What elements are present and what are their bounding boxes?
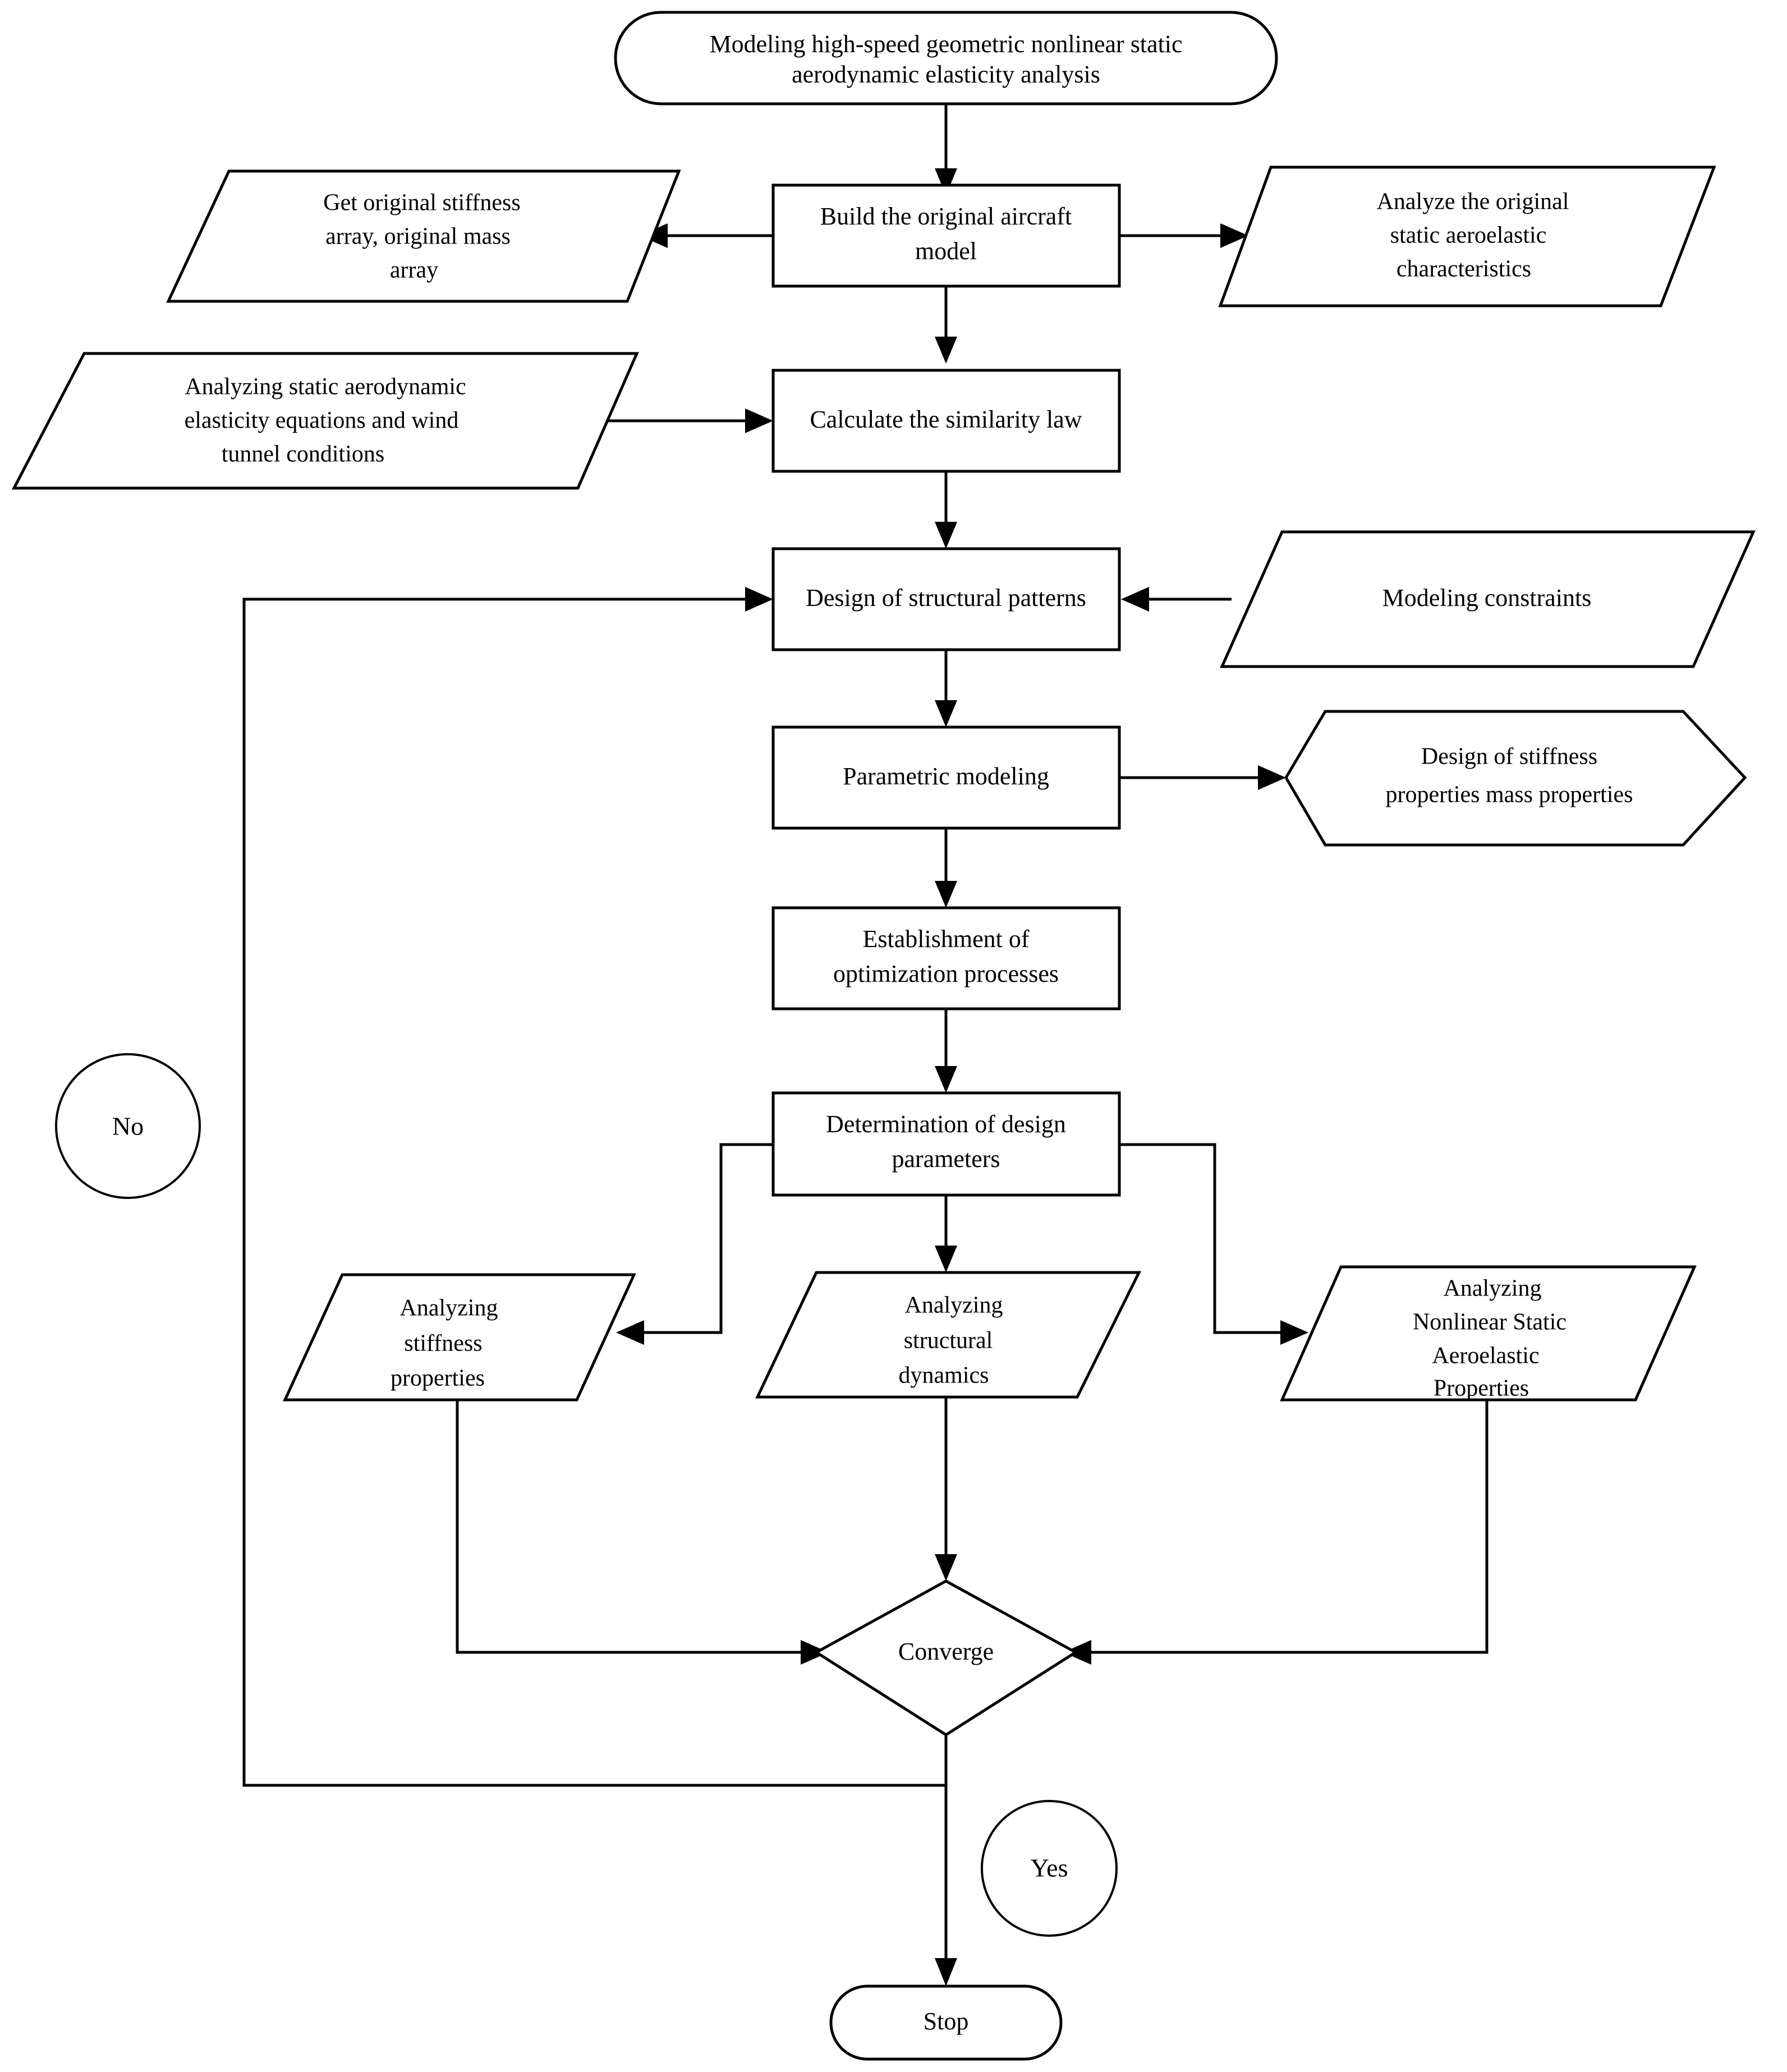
connector-start-to-build: [935, 104, 957, 195]
node-get-stiffness-line1: Get original stiffness: [323, 190, 521, 216]
node-similarity-law[interactable]: Calculate the similarity law: [771, 369, 1121, 473]
connector-dynamics-to-converge: [935, 1397, 957, 1581]
node-structural-patterns-line1: Design of structural patterns: [806, 584, 1086, 612]
node-analyze-original-line1: Analyze the original: [1377, 189, 1569, 215]
connector-build-to-analyze-original: [1119, 223, 1248, 248]
node-analyzing-stiffness-line2: stiffness: [404, 1331, 482, 1357]
connector-design-params-to-nonlinear: [1119, 1143, 1308, 1345]
connector-build-to-similarity: [935, 286, 957, 364]
node-yes-label: Yes: [981, 1800, 1118, 1937]
node-design-parameters[interactable]: Determination of design parameters: [771, 1091, 1121, 1197]
connector-parametric-to-hexagon: [1119, 765, 1286, 790]
node-stiffness-mass-line2: properties mass properties: [1386, 782, 1633, 808]
connector-converge-to-stop: [935, 1735, 957, 1986]
connector-stiffness-to-converge: [456, 1400, 829, 1665]
connector-patterns-to-parametric: [935, 650, 957, 727]
node-get-stiffness-line2: array, original mass: [325, 224, 511, 250]
node-design-params-line1: Determination of design: [826, 1110, 1066, 1138]
connector-design-params-to-stiffness: [616, 1143, 773, 1345]
node-start-line1: Modeling high-speed geometric nonlinear …: [709, 30, 1182, 58]
node-nonlinear-line1: Analyzing: [1444, 1276, 1542, 1302]
node-parametric-modeling-line1: Parametric modeling: [843, 762, 1049, 790]
node-equations-line1: Analyzing static aerodynamic: [185, 374, 466, 400]
node-parametric-modeling[interactable]: Parametric modeling: [771, 725, 1121, 830]
node-build-model-line1: Build the original aircraft: [820, 203, 1072, 230]
node-get-stiffness[interactable]: Get original stiffness array, original m…: [166, 169, 681, 303]
connector-constraints-to-patterns: [1121, 587, 1232, 612]
node-analyzing-nonlinear[interactable]: Analyzing Nonlinear Static Aeroelastic P…: [1280, 1265, 1697, 1402]
node-modeling-constraints[interactable]: Modeling constraints: [1220, 530, 1756, 668]
node-modeling-constraints-line1: Modeling constraints: [1382, 584, 1592, 612]
node-nonlinear-line2: Nonlinear Static: [1413, 1310, 1567, 1335]
node-stiffness-mass-design[interactable]: Design of stiffness properties mass prop…: [1284, 710, 1747, 847]
node-analyzing-stiffness[interactable]: Analyzing stiffness properties: [283, 1273, 636, 1402]
connector-design-params-to-dynamics: [935, 1195, 957, 1272]
node-dynamics-line3: dynamics: [899, 1363, 989, 1389]
node-stiffness-mass-line1: Design of stiffness: [1421, 744, 1597, 770]
node-design-params-line2: parameters: [892, 1145, 1000, 1173]
node-analyze-original-line3: characteristics: [1396, 256, 1531, 282]
node-similarity-law-line1: Calculate the similarity law: [810, 406, 1082, 433]
node-structural-patterns[interactable]: Design of structural patterns: [771, 547, 1121, 651]
connector-parametric-to-optimization: [935, 828, 957, 908]
node-no-label-text: No: [112, 1112, 144, 1141]
node-converge[interactable]: Converge: [814, 1579, 1078, 1736]
node-static-aero-equations[interactable]: Analyzing static aerodynamic elasticity …: [11, 352, 639, 490]
node-nonlinear-line3: Aeroelastic: [1432, 1343, 1539, 1369]
node-start-line2: aerodynamic elasticity analysis: [792, 61, 1100, 88]
node-no-label: No: [55, 1053, 201, 1199]
node-optimization-line1: Establishment of: [863, 925, 1030, 953]
node-converge-line1: Converge: [898, 1638, 994, 1665]
node-nonlinear-line4: Properties: [1434, 1376, 1529, 1402]
node-dynamics-line2: structural: [904, 1328, 993, 1354]
node-analyze-original[interactable]: Analyze the original static aeroelastic …: [1218, 166, 1716, 307]
connector-nonlinear-to-converge: [1063, 1400, 1489, 1665]
node-analyzing-stiffness-line3: properties: [391, 1366, 485, 1391]
connector-build-to-get-stiffness: [640, 223, 773, 248]
node-equations-line2: elasticity equations and wind: [185, 408, 459, 434]
node-dynamics-line1: Analyzing: [905, 1293, 1003, 1318]
node-analyze-original-line2: static aeroelastic: [1390, 223, 1547, 249]
node-analyzing-stiffness-line1: Analyzing: [400, 1295, 498, 1321]
connector-equations-to-similarity: [595, 408, 773, 433]
node-stop[interactable]: Stop: [829, 1984, 1063, 2061]
node-equations-line3: tunnel conditions: [222, 442, 384, 467]
node-yes-label-text: Yes: [1031, 1854, 1068, 1882]
node-stop-line1: Stop: [924, 2007, 969, 2035]
node-start[interactable]: Modeling high-speed geometric nonlinear …: [614, 11, 1278, 105]
node-optimization-processes[interactable]: Establishment of optimization processes: [771, 906, 1121, 1010]
node-analyzing-structural-dynamics[interactable]: Analyzing structural dynamics: [755, 1271, 1142, 1399]
node-optimization-line2: optimization processes: [833, 960, 1059, 987]
connector-feedback-loop-to-patterns: [242, 587, 946, 1787]
node-get-stiffness-line3: array: [390, 258, 438, 283]
node-build-model-line2: model: [915, 237, 977, 265]
connector-optimization-to-design-params: [935, 1009, 957, 1093]
node-build-model[interactable]: Build the original aircraft model: [771, 183, 1121, 288]
connector-similarity-to-patterns: [935, 471, 957, 549]
